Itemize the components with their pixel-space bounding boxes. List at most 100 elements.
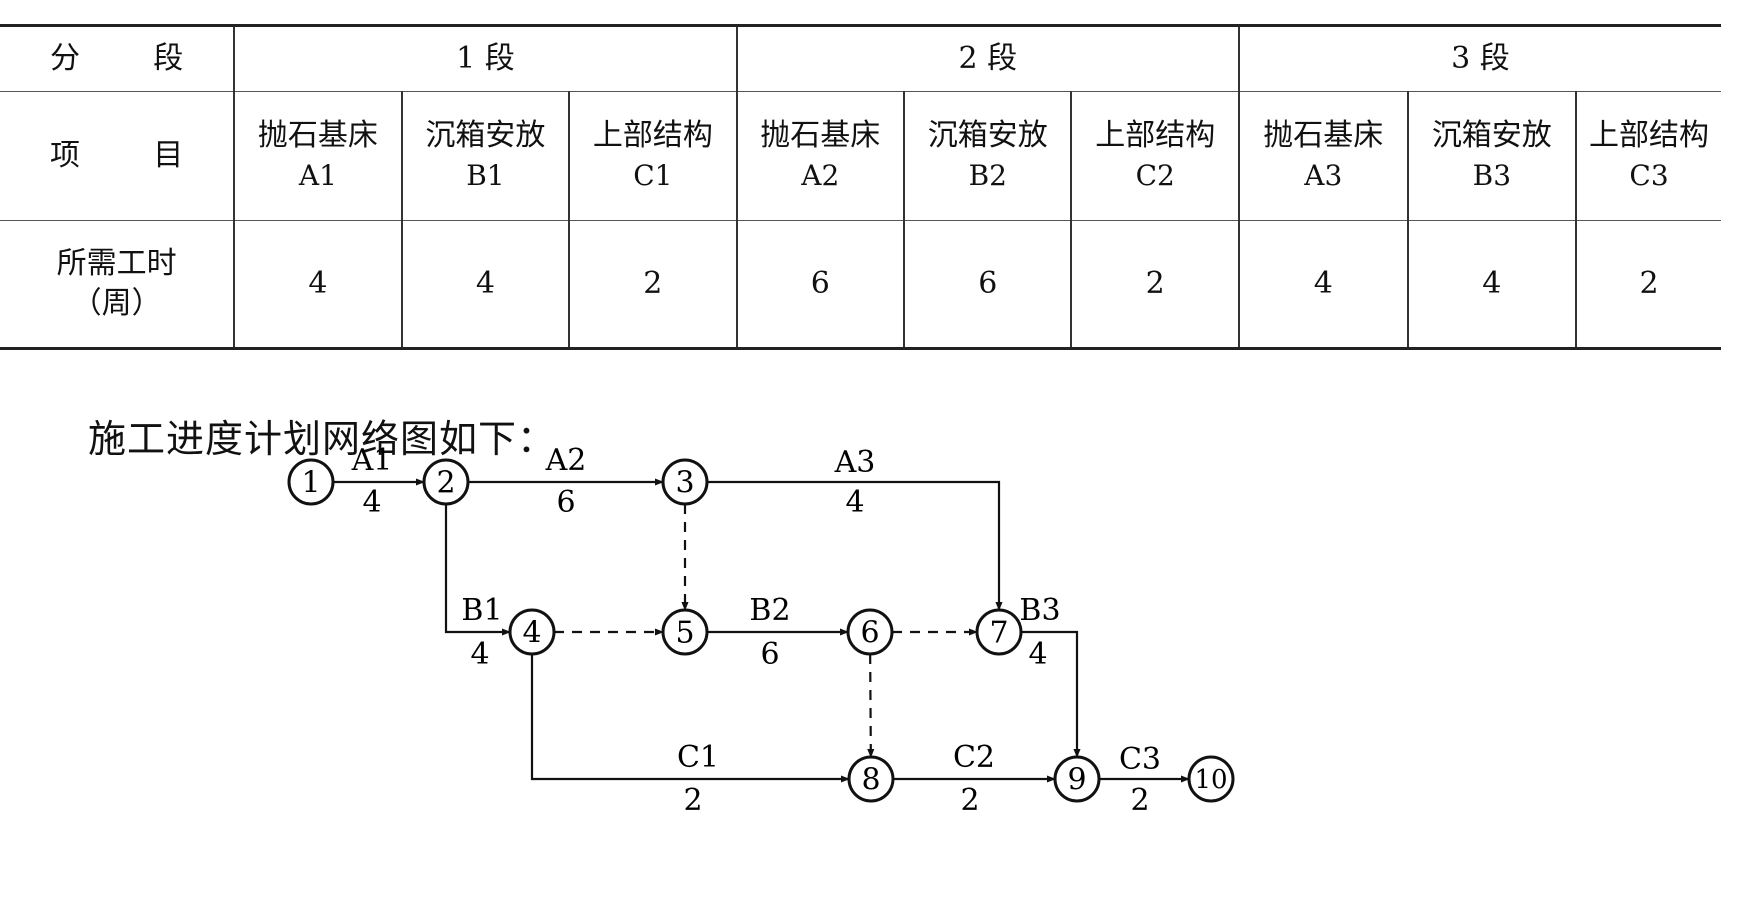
- activity-label-b2: B2: [749, 593, 790, 628]
- item-name: 上部结构: [592, 118, 713, 153]
- dummy-arrow-6-8: [867, 653, 875, 758]
- activity-label-c1: C1: [677, 740, 719, 775]
- event-node-circle: [508, 608, 556, 656]
- time-cell: 6: [903, 220, 1072, 350]
- item-cell: 沉箱安放 B1: [400, 91, 570, 221]
- activity-duration-b2: 6: [760, 637, 779, 672]
- time-cell: 4: [233, 220, 402, 350]
- event-node-circle: [287, 458, 335, 506]
- event-node-number: 1: [301, 466, 320, 501]
- time-header-line1: 所需工时: [56, 246, 177, 281]
- activity-arrow-b1: [444, 504, 511, 636]
- activity-arrow-c1: [530, 654, 850, 783]
- event-node-circle: [422, 458, 470, 506]
- segment-header-right: 段: [153, 41, 184, 76]
- item-row: 项 目 抛石基床 A1 沉箱安放 B1 上部结构 C1 抛石基床 A2 沉箱安放 B2 上…: [0, 91, 1721, 221]
- event-node-7: 7: [975, 608, 1023, 656]
- item-cell: 上部结构 C1: [568, 91, 737, 221]
- activity-label-a1: A1: [351, 443, 393, 478]
- item-code: A1: [298, 159, 337, 192]
- item-name: 沉箱安放: [1431, 118, 1552, 153]
- event-node-circle: [975, 608, 1023, 656]
- event-node-3: 3: [661, 458, 709, 506]
- time-cell: 2: [568, 220, 737, 350]
- item-name: 上部结构: [1589, 118, 1710, 153]
- event-node-number: 6: [860, 616, 879, 651]
- event-node-number: 10: [1194, 765, 1227, 795]
- item-code: C1: [633, 159, 673, 192]
- item-code: B1: [466, 159, 505, 192]
- item-name: 沉箱安放: [425, 118, 546, 153]
- event-node-4: 4: [508, 608, 556, 656]
- time-header-line2: （周）: [71, 286, 162, 321]
- event-node-1: 1: [287, 458, 335, 506]
- event-node-circle: [1187, 755, 1235, 803]
- time-cell: 2: [1070, 220, 1239, 350]
- segment-row: 分 段 1 段 2 段 3 段: [0, 24, 1721, 92]
- event-node-9: 9: [1053, 755, 1101, 803]
- event-node-5: 5: [661, 608, 709, 656]
- activity-label-c2: C2: [953, 740, 995, 775]
- item-cell: 沉箱安放 B2: [903, 91, 1072, 221]
- activity-label-b3: B3: [1019, 593, 1060, 628]
- activity-label-c3: C3: [1119, 742, 1161, 777]
- item-header-left: 项: [50, 138, 80, 173]
- item-cell: 抛石基床 A2: [735, 91, 905, 221]
- activity-duration-c3: 2: [1130, 783, 1149, 818]
- activity-duration-b3: 4: [1028, 637, 1047, 672]
- event-node-number: 3: [675, 466, 694, 501]
- event-node-2: 2: [422, 458, 470, 506]
- item-code: B3: [1472, 159, 1512, 192]
- item-name: 上部结构: [1095, 118, 1216, 153]
- item-header-cell: 项 目: [0, 91, 235, 221]
- time-cell: 4: [1406, 220, 1577, 350]
- event-node-number: 8: [861, 763, 880, 798]
- time-header-cell: 所需工时 （周）: [0, 220, 235, 350]
- event-node-number: 7: [989, 616, 1008, 651]
- schedule-table: 分 段 1 段 2 段 3 段 项 目 抛石基床 A1 沉箱安放 B1 上部结构 C1…: [0, 24, 1721, 350]
- activity-arrow-b3: [1021, 630, 1081, 758]
- item-cell: 上部结构 C2: [1070, 91, 1239, 221]
- item-cell: 沉箱安放 B3: [1406, 91, 1577, 221]
- item-code: A2: [801, 159, 840, 192]
- time-cell: 6: [735, 220, 905, 350]
- event-node-10: 10: [1187, 755, 1235, 803]
- activity-duration-b1: 4: [470, 637, 489, 672]
- event-node-circle: [846, 608, 894, 656]
- segment-3-cell: 3 段: [1237, 24, 1721, 92]
- item-header-right: 目: [153, 138, 184, 173]
- activity-arrow-a3: [707, 480, 1003, 611]
- event-node-number: 5: [675, 616, 694, 651]
- item-cell: 抛石基床 A1: [233, 91, 402, 221]
- time-cell: 4: [1237, 220, 1408, 350]
- segment-header-cell: 分 段: [0, 24, 235, 92]
- activity-label-a2: A2: [545, 443, 587, 478]
- activity-duration-a3: 4: [845, 485, 864, 520]
- item-code: C2: [1135, 159, 1175, 192]
- activity-label-a3: A3: [834, 445, 876, 480]
- event-node-8: 8: [847, 755, 895, 803]
- event-node-circle: [661, 458, 709, 506]
- item-cell: 上部结构 C3: [1575, 91, 1721, 221]
- item-name: 抛石基床: [760, 118, 881, 153]
- event-node-circle: [847, 755, 895, 803]
- event-node-circle: [661, 608, 709, 656]
- time-row: 所需工时 （周） 4 4 2 6 6 2 4 4 2: [0, 220, 1721, 350]
- segment-2-cell: 2 段: [735, 24, 1239, 92]
- activity-duration-a2: 6: [556, 485, 575, 520]
- event-node-number: 9: [1067, 763, 1086, 798]
- activity-duration-c1: 2: [683, 783, 702, 818]
- event-node-number: 4: [522, 616, 541, 651]
- item-code: A3: [1304, 159, 1343, 192]
- item-code: B2: [968, 159, 1007, 192]
- item-name: 抛石基床: [257, 118, 378, 153]
- segment-1-cell: 1 段: [233, 24, 737, 92]
- time-cell: 4: [400, 220, 570, 350]
- segment-header-left: 分: [50, 41, 80, 76]
- item-code: C3: [1629, 159, 1669, 192]
- activity-duration-c2: 2: [960, 783, 979, 818]
- activity-label-b1: B1: [461, 593, 502, 628]
- item-name: 沉箱安放: [927, 118, 1048, 153]
